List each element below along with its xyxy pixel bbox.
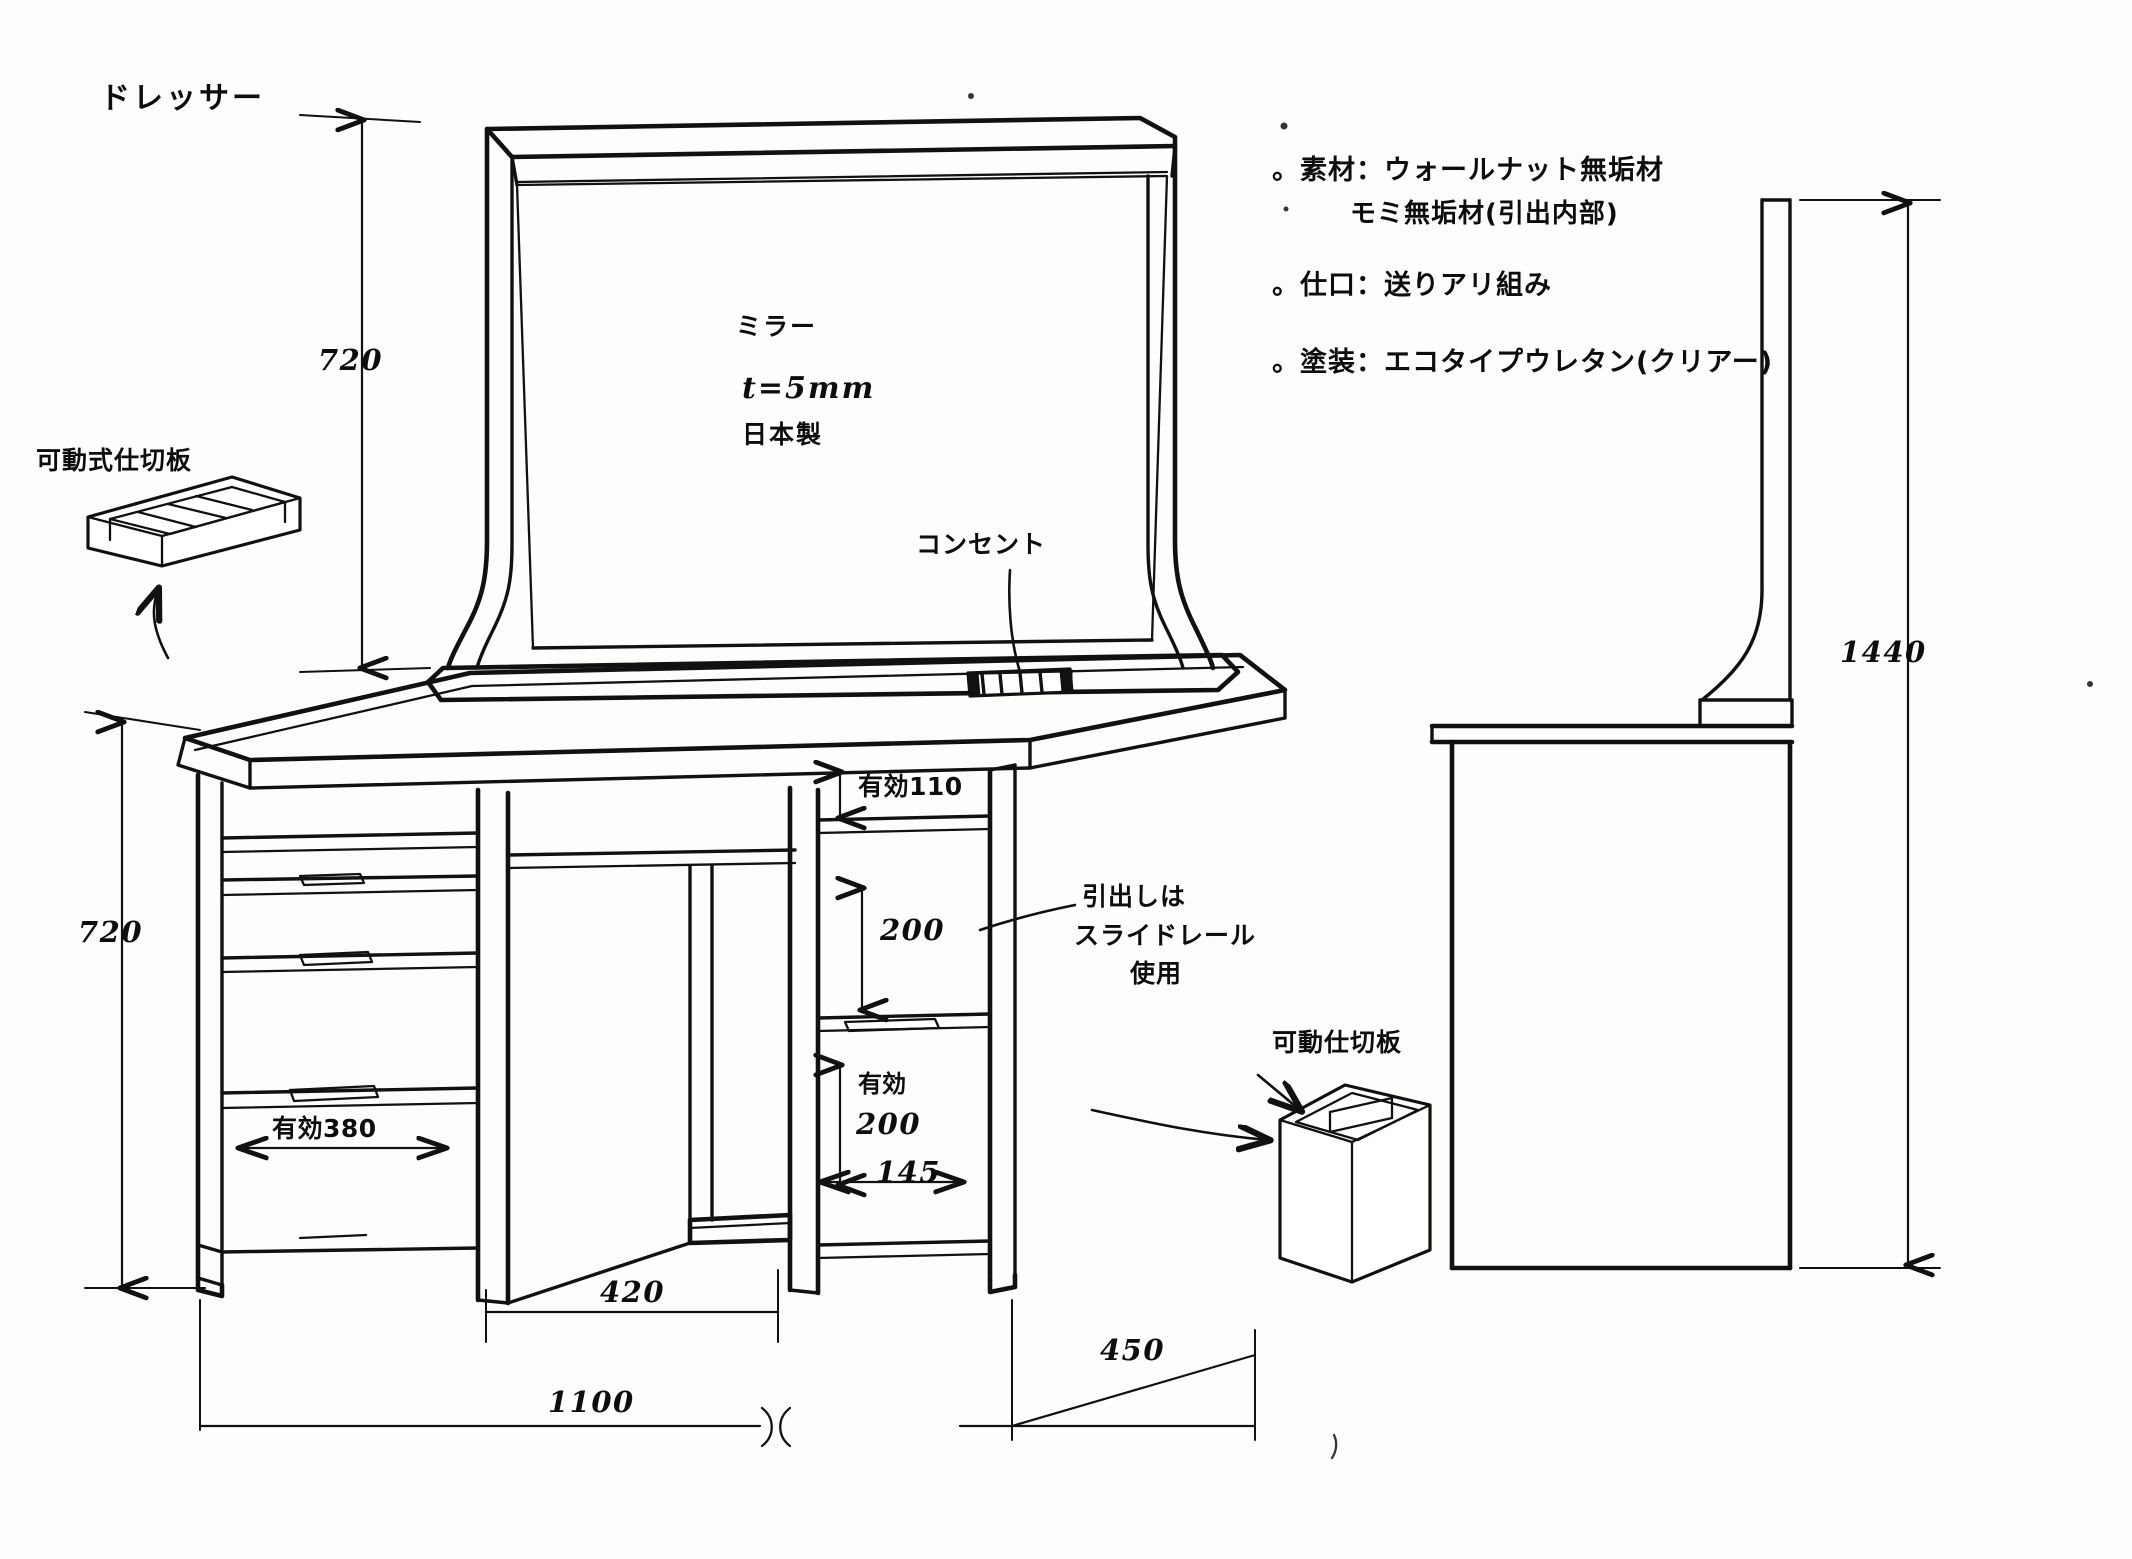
dim-drawer-clear-width: 有効380 <box>272 1114 377 1143</box>
dim-side-total-height: 1440 <box>1840 635 1927 669</box>
spec-line-material: 。素材：ウォールナット無垢材 <box>1272 155 1664 186</box>
dimension-lines <box>84 115 1941 1448</box>
outlet-label: コンセント <box>916 530 1047 559</box>
dim-shelf-width: 145 <box>876 1155 942 1189</box>
dim-shelf-gap-mid: 200 <box>880 913 946 947</box>
dim-mirror-height: 720 <box>318 343 384 377</box>
mirror-label: ミラー <box>736 312 818 341</box>
dim-shelf-clear-top: 有効110 <box>858 772 963 801</box>
page-title: ドレッサー <box>100 81 265 116</box>
dim-shelf-clear-low-label: 有効 <box>858 1070 906 1098</box>
right-shelf-bank <box>787 763 1018 1296</box>
spec-line-joinery: 。仕口：送りアリ組み <box>1272 270 1552 302</box>
dim-depth: 450 <box>1100 1333 1166 1367</box>
slide-rail-line-3: 使用 <box>1130 959 1183 988</box>
spec-line-material-sub: モミ無垢材(引出内部) <box>1350 199 1619 230</box>
mirror-thickness-label: t=5mm <box>742 371 876 406</box>
movable-divider-box-label: 可動仕切板 <box>1272 1028 1403 1057</box>
spec-block: 。素材：ウォールナット無垢材 モミ無垢材(引出内部) 。仕口：送りアリ組み 。塗… <box>1272 152 1773 378</box>
slide-rail-line-1: 引出しは <box>1082 882 1187 911</box>
side-elevation <box>1429 198 1795 1271</box>
dim-overall-width: 1100 <box>548 1385 635 1419</box>
dim-shelf-clear-low-value: 200 <box>856 1107 922 1141</box>
scan-artifacts <box>968 93 2093 1460</box>
movable-divider-tray-detail <box>86 475 302 660</box>
dim-knee-width: 420 <box>600 1275 666 1309</box>
left-drawer-bank <box>195 772 511 1306</box>
slide-rail-note: 引出しは スライドレール 使用 <box>1074 880 1264 988</box>
knee-hole <box>506 848 797 1305</box>
spec-line-finish: 。塗装：エコタイプウレタン(クリアー) <box>1272 347 1774 379</box>
movable-divider-tray-label: 可動式仕切板 <box>36 446 193 475</box>
dim-table-height: 720 <box>78 915 144 949</box>
mirror-assembly <box>445 115 1216 671</box>
desk-top <box>176 652 1288 790</box>
small-drawer-box-detail <box>1090 1073 1432 1284</box>
slide-rail-line-2: スライドレール <box>1074 920 1257 950</box>
mirror-origin-label: 日本製 <box>742 420 824 449</box>
